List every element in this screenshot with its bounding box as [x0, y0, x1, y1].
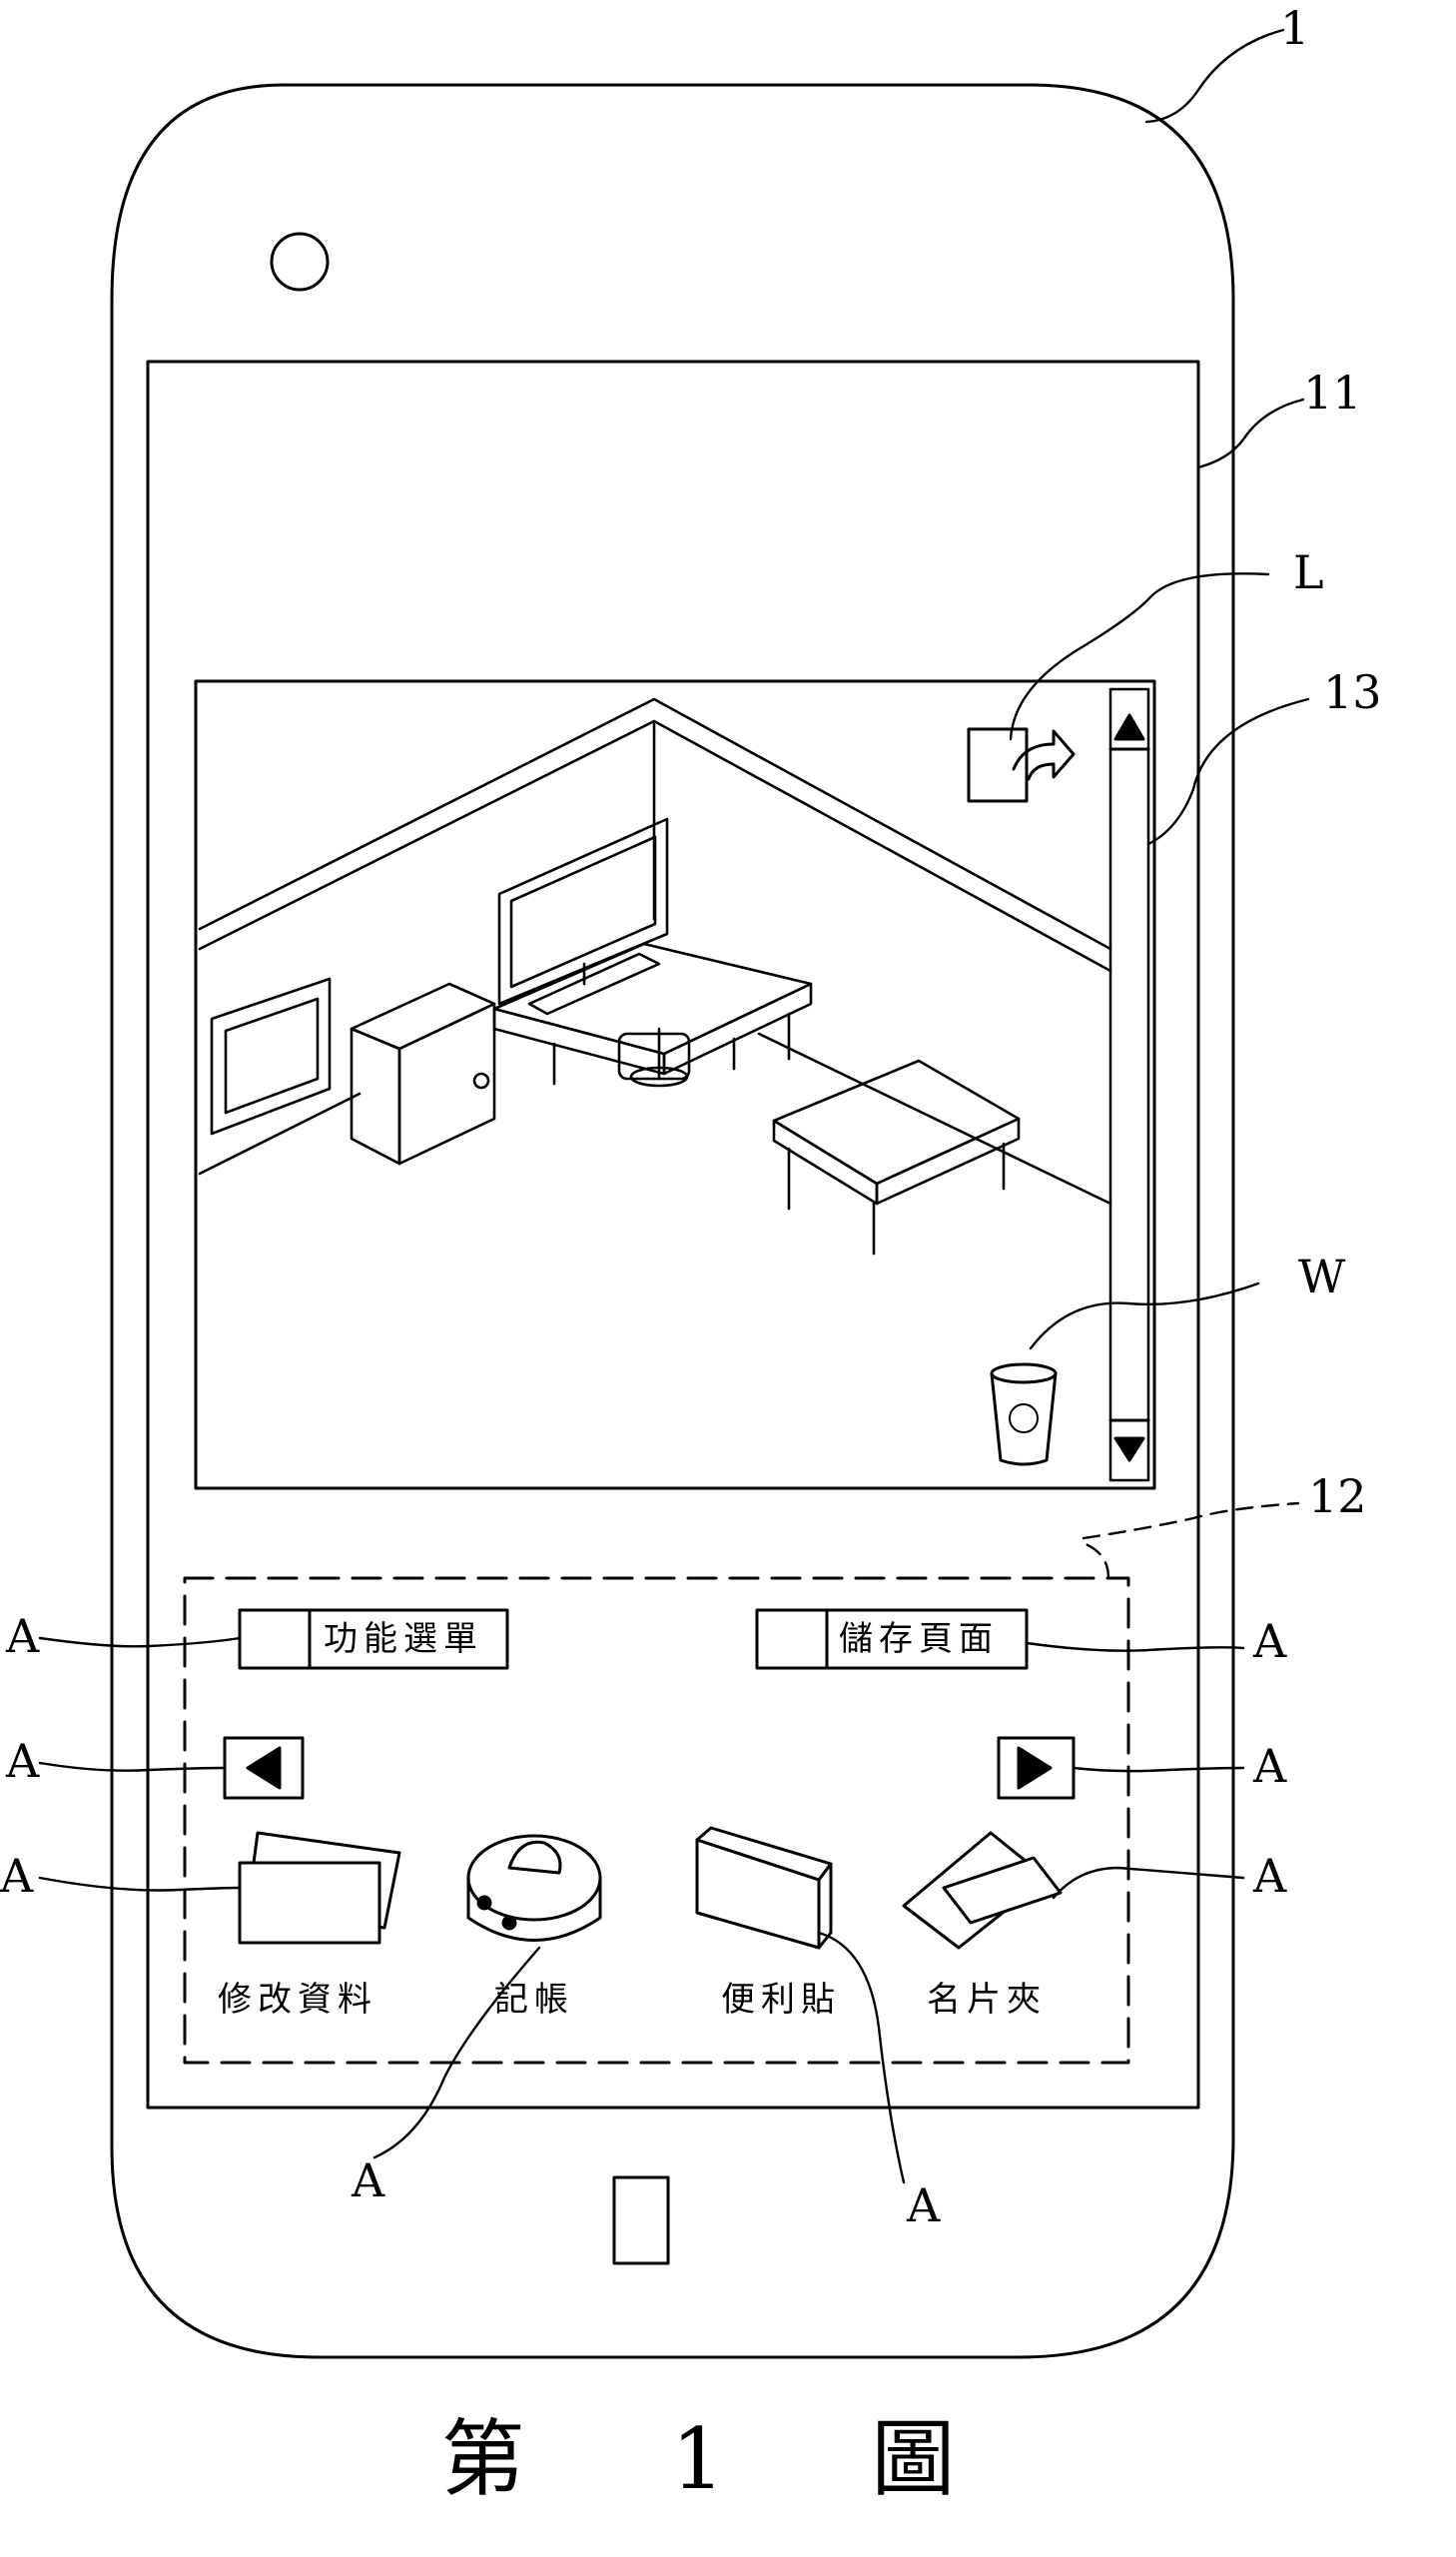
leader-lines: [38, 28, 1310, 2184]
figure-caption: 第 1 圖: [440, 2410, 1016, 2508]
scrollbar-13[interactable]: [1108, 687, 1150, 1482]
app-label-sticky-notes: 便利貼: [721, 1980, 841, 2020]
recycle-bin-icon[interactable]: [990, 1362, 1058, 1466]
label-trash-W: W: [1298, 1250, 1346, 1303]
home-button[interactable]: [612, 2175, 670, 2265]
triangle-left-icon: [246, 1746, 282, 1790]
scroll-up-icon[interactable]: [1113, 713, 1145, 741]
front-camera: [270, 232, 330, 292]
label-A: A: [1253, 1739, 1287, 1793]
label-A: A: [6, 1734, 40, 1788]
piggy-bank-icon[interactable]: [466, 1834, 602, 1942]
screen: [146, 360, 1200, 2110]
room-illustration: [198, 697, 1112, 1256]
label-A: A: [352, 2153, 385, 2207]
phone-body: [110, 83, 1235, 2359]
sticky-note-icon[interactable]: [695, 1826, 833, 1950]
next-button[interactable]: [997, 1736, 1076, 1800]
label-screen-11: 11: [1303, 366, 1362, 420]
scene-window: [194, 679, 1156, 1490]
label-scrollbar-13: 13: [1323, 665, 1382, 719]
label-A: A: [1253, 1614, 1287, 1668]
label-link-L: L: [1293, 545, 1324, 599]
save-page-button[interactable]: [755, 1608, 1029, 1670]
cards-icon[interactable]: [238, 1831, 401, 1945]
prev-button[interactable]: [223, 1736, 305, 1800]
function-area-12: [183, 1576, 1130, 2065]
app-label-card-holder: 名片夾: [927, 1980, 1047, 2020]
app-label-accounting: 記帳: [494, 1980, 574, 2020]
scroll-down-icon[interactable]: [1113, 1436, 1145, 1462]
app-label-edit-data: 修改資料: [218, 1980, 377, 2020]
label-area-12: 12: [1308, 1469, 1367, 1523]
link-arrow-icon[interactable]: [967, 727, 1076, 803]
function-menu-label: 功能選單: [324, 1619, 483, 1659]
save-page-label: 儲存頁面: [839, 1619, 999, 1659]
label-A: A: [6, 1609, 40, 1663]
business-card-icon[interactable]: [902, 1831, 1063, 1950]
label-A: A: [0, 1849, 34, 1903]
triangle-right-icon: [1017, 1746, 1053, 1790]
label-A: A: [1253, 1849, 1287, 1903]
label-device-1: 1: [1280, 1, 1310, 55]
label-A: A: [907, 2178, 941, 2232]
